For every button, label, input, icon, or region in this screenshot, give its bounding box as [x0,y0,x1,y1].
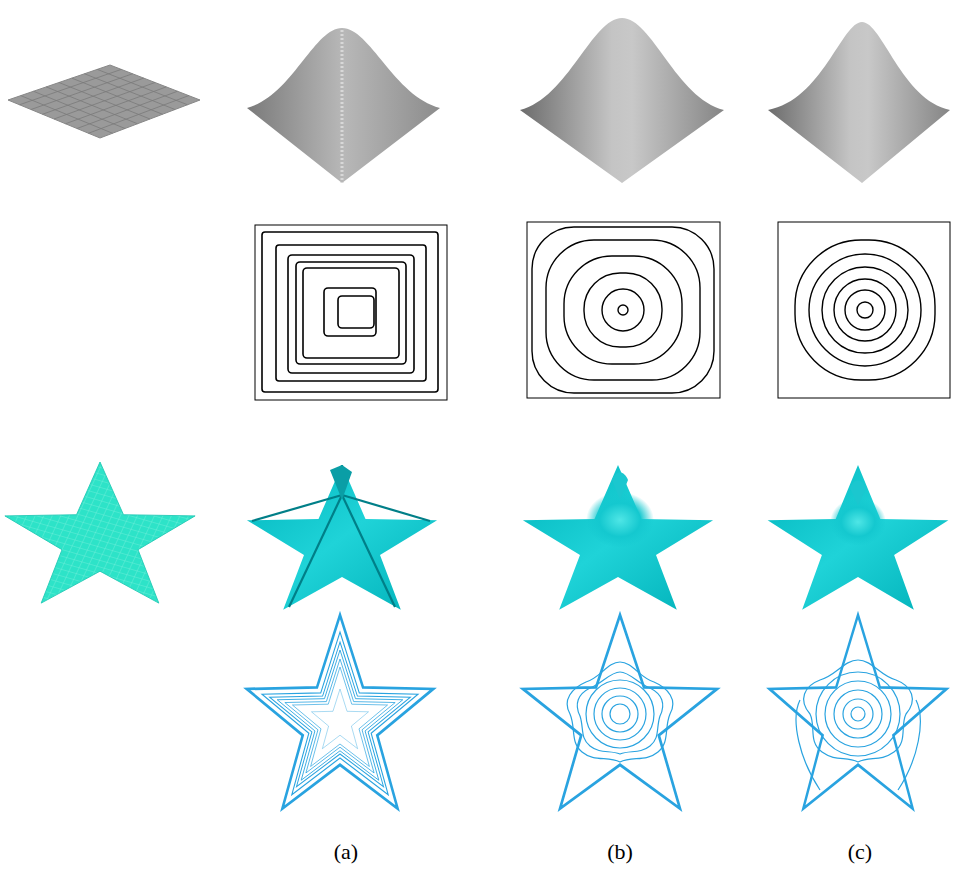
star-surface-b [523,465,713,610]
surface-c [768,22,950,183]
surface-b [520,18,724,183]
star-contour-c [770,615,947,809]
subfigure-label: (c) [848,840,872,864]
star-contour-b [523,615,717,809]
surface-a [247,28,440,183]
contour-b [527,222,720,398]
flat-grid-plane [8,65,200,138]
subfigure-label: (b) [607,840,633,864]
star-surface-c [768,465,949,610]
star-contour-a [247,615,433,809]
subfigure-label: (a) [334,840,358,864]
flat-star [5,462,195,603]
contour-c [778,222,950,398]
star-surface-a [247,465,437,610]
contour-a [255,225,447,400]
